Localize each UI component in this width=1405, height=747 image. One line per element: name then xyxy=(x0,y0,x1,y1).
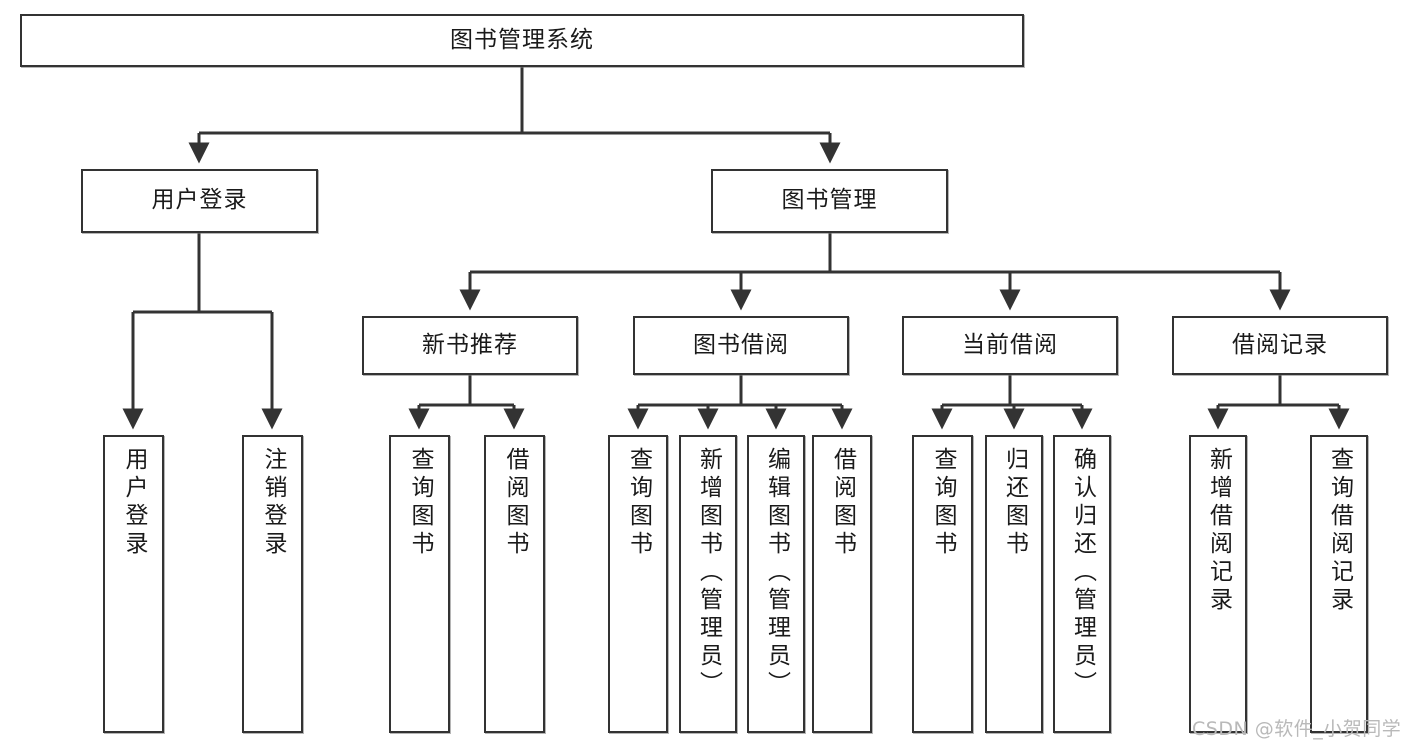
node-leaf-label: 借阅图书 xyxy=(502,447,528,559)
node-leaf-add-book[interactable]: 新增图书（管理员） xyxy=(679,435,737,733)
node-leaf-borrow-book-1[interactable]: 借阅图书 xyxy=(484,435,545,733)
node-borrow-record[interactable]: 借阅记录 xyxy=(1172,316,1388,375)
node-book-manage[interactable]: 图书管理 xyxy=(711,169,948,233)
node-leaf-label: 编辑图书（管理员） xyxy=(763,447,790,699)
node-leaf-label: 确认归还（管理员） xyxy=(1069,447,1096,699)
node-leaf-query-record[interactable]: 查询借阅记录 xyxy=(1310,435,1368,733)
node-current-borrow-label: 当前借阅 xyxy=(962,331,1058,358)
node-leaf-add-record[interactable]: 新增借阅记录 xyxy=(1189,435,1247,733)
node-leaf-user-logout[interactable]: 注销登录 xyxy=(242,435,303,733)
node-leaf-label: 查询图书 xyxy=(930,447,956,559)
node-borrow-record-label: 借阅记录 xyxy=(1232,331,1328,358)
node-root-label: 图书管理系统 xyxy=(450,26,594,53)
node-leaf-label: 归还图书 xyxy=(1001,447,1028,559)
node-leaf-user-login[interactable]: 用户登录 xyxy=(103,435,164,733)
node-new-book-rec-label: 新书推荐 xyxy=(422,331,518,358)
node-book-borrow[interactable]: 图书借阅 xyxy=(633,316,849,375)
node-leaf-label: 借阅图书 xyxy=(829,447,856,559)
node-leaf-return-book[interactable]: 归还图书 xyxy=(985,435,1043,733)
csdn-watermark: CSDN @软件_小贺同学 xyxy=(1192,718,1402,740)
node-leaf-query-book-2[interactable]: 查询图书 xyxy=(608,435,668,733)
node-leaf-label: 新增借阅记录 xyxy=(1205,447,1232,615)
node-leaf-label: 新增图书（管理员） xyxy=(695,447,722,699)
node-leaf-label: 查询图书 xyxy=(625,447,652,559)
node-leaf-edit-book[interactable]: 编辑图书（管理员） xyxy=(747,435,805,733)
node-book-manage-label: 图书管理 xyxy=(781,187,878,214)
node-user-login-label: 用户登录 xyxy=(151,187,248,214)
node-leaf-query-book-3[interactable]: 查询图书 xyxy=(912,435,973,733)
node-current-borrow[interactable]: 当前借阅 xyxy=(902,316,1118,375)
node-new-book-rec[interactable]: 新书推荐 xyxy=(362,316,578,375)
node-user-login[interactable]: 用户登录 xyxy=(81,169,318,233)
node-root-system[interactable]: 图书管理系统 xyxy=(20,14,1024,67)
node-leaf-label: 查询图书 xyxy=(407,447,433,559)
node-leaf-borrow-book-2[interactable]: 借阅图书 xyxy=(812,435,872,733)
node-leaf-confirm-return[interactable]: 确认归还（管理员） xyxy=(1053,435,1111,733)
node-book-borrow-label: 图书借阅 xyxy=(693,331,789,358)
node-leaf-query-book-1[interactable]: 查询图书 xyxy=(389,435,450,733)
node-leaf-label: 注销登录 xyxy=(260,447,286,559)
node-leaf-label: 用户登录 xyxy=(121,447,147,559)
node-leaf-label: 查询借阅记录 xyxy=(1326,447,1353,615)
